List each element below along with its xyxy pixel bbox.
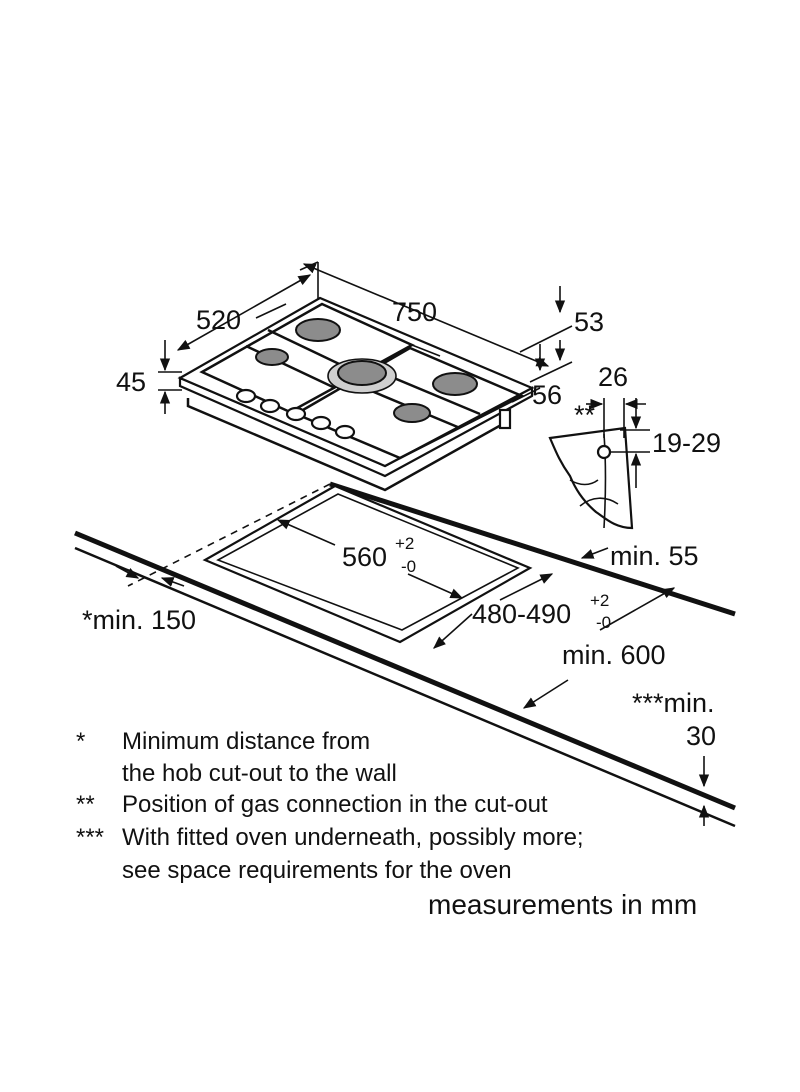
burner-rear-right — [432, 372, 478, 396]
dim-min-front: min. 55 — [610, 541, 699, 571]
note-2-marker: ** — [76, 791, 95, 818]
burner-center-wok — [337, 360, 387, 386]
note-3-line-2: see space requirements for the oven — [122, 857, 512, 884]
note-2-line-1: Position of gas connection in the cut-ou… — [122, 791, 548, 818]
gas-connection-point — [596, 444, 612, 460]
dim-hob-depth: 520 — [196, 305, 241, 335]
dim-cutout-depth-tol-minus: -0 — [596, 613, 611, 632]
dim-connection-height: 19-29 — [652, 428, 721, 458]
dim-min-worktop-depth: min. 600 — [562, 640, 666, 670]
dim-cutout-width-tol-plus: +2 — [395, 534, 414, 553]
gas-connector — [498, 408, 512, 430]
dim-min-oven-value: 30 — [686, 721, 716, 751]
dim-connection-offset: 26 — [598, 362, 628, 392]
dim-cutout-width-tol-minus: -0 — [401, 557, 416, 576]
note-3-line-1: With fitted oven underneath, possibly mo… — [122, 824, 584, 851]
control-knobs — [235, 388, 356, 440]
cutout-dimension-lines — [115, 519, 710, 826]
hob-dimension-lines — [158, 261, 573, 414]
dim-side-offset: 56 — [532, 380, 562, 410]
note-1-line-1: Minimum distance from — [122, 728, 370, 755]
burner-front-right — [393, 403, 431, 423]
note-3-marker: *** — [76, 824, 104, 851]
dim-hob-width: 750 — [392, 297, 437, 327]
dim-top-offset: 53 — [574, 307, 604, 337]
dim-cutout-depth-tol-plus: +2 — [590, 591, 609, 610]
dimension-labels: 750 520 45 53 56 26 ** 19-29 560 +2 -0 4… — [82, 297, 721, 751]
note-1-marker: * — [76, 728, 85, 755]
dim-hob-height: 45 — [116, 367, 146, 397]
units-footer: measurements in mm — [428, 889, 697, 920]
burner-front-left — [255, 348, 289, 366]
dim-cutout-width: 560 — [342, 542, 387, 572]
dim-connection-marker: ** — [574, 400, 596, 430]
gas-connection-detail — [548, 398, 650, 530]
burner-rear-left — [295, 318, 341, 342]
dim-min-oven-label: ***min. — [632, 688, 715, 718]
dim-min-wall: *min. 150 — [82, 605, 196, 635]
note-1-line-2: the hob cut-out to the wall — [122, 760, 397, 787]
footnotes: * Minimum distance from the hob cut-out … — [76, 728, 697, 920]
dim-cutout-depth: 480-490 — [472, 599, 571, 629]
